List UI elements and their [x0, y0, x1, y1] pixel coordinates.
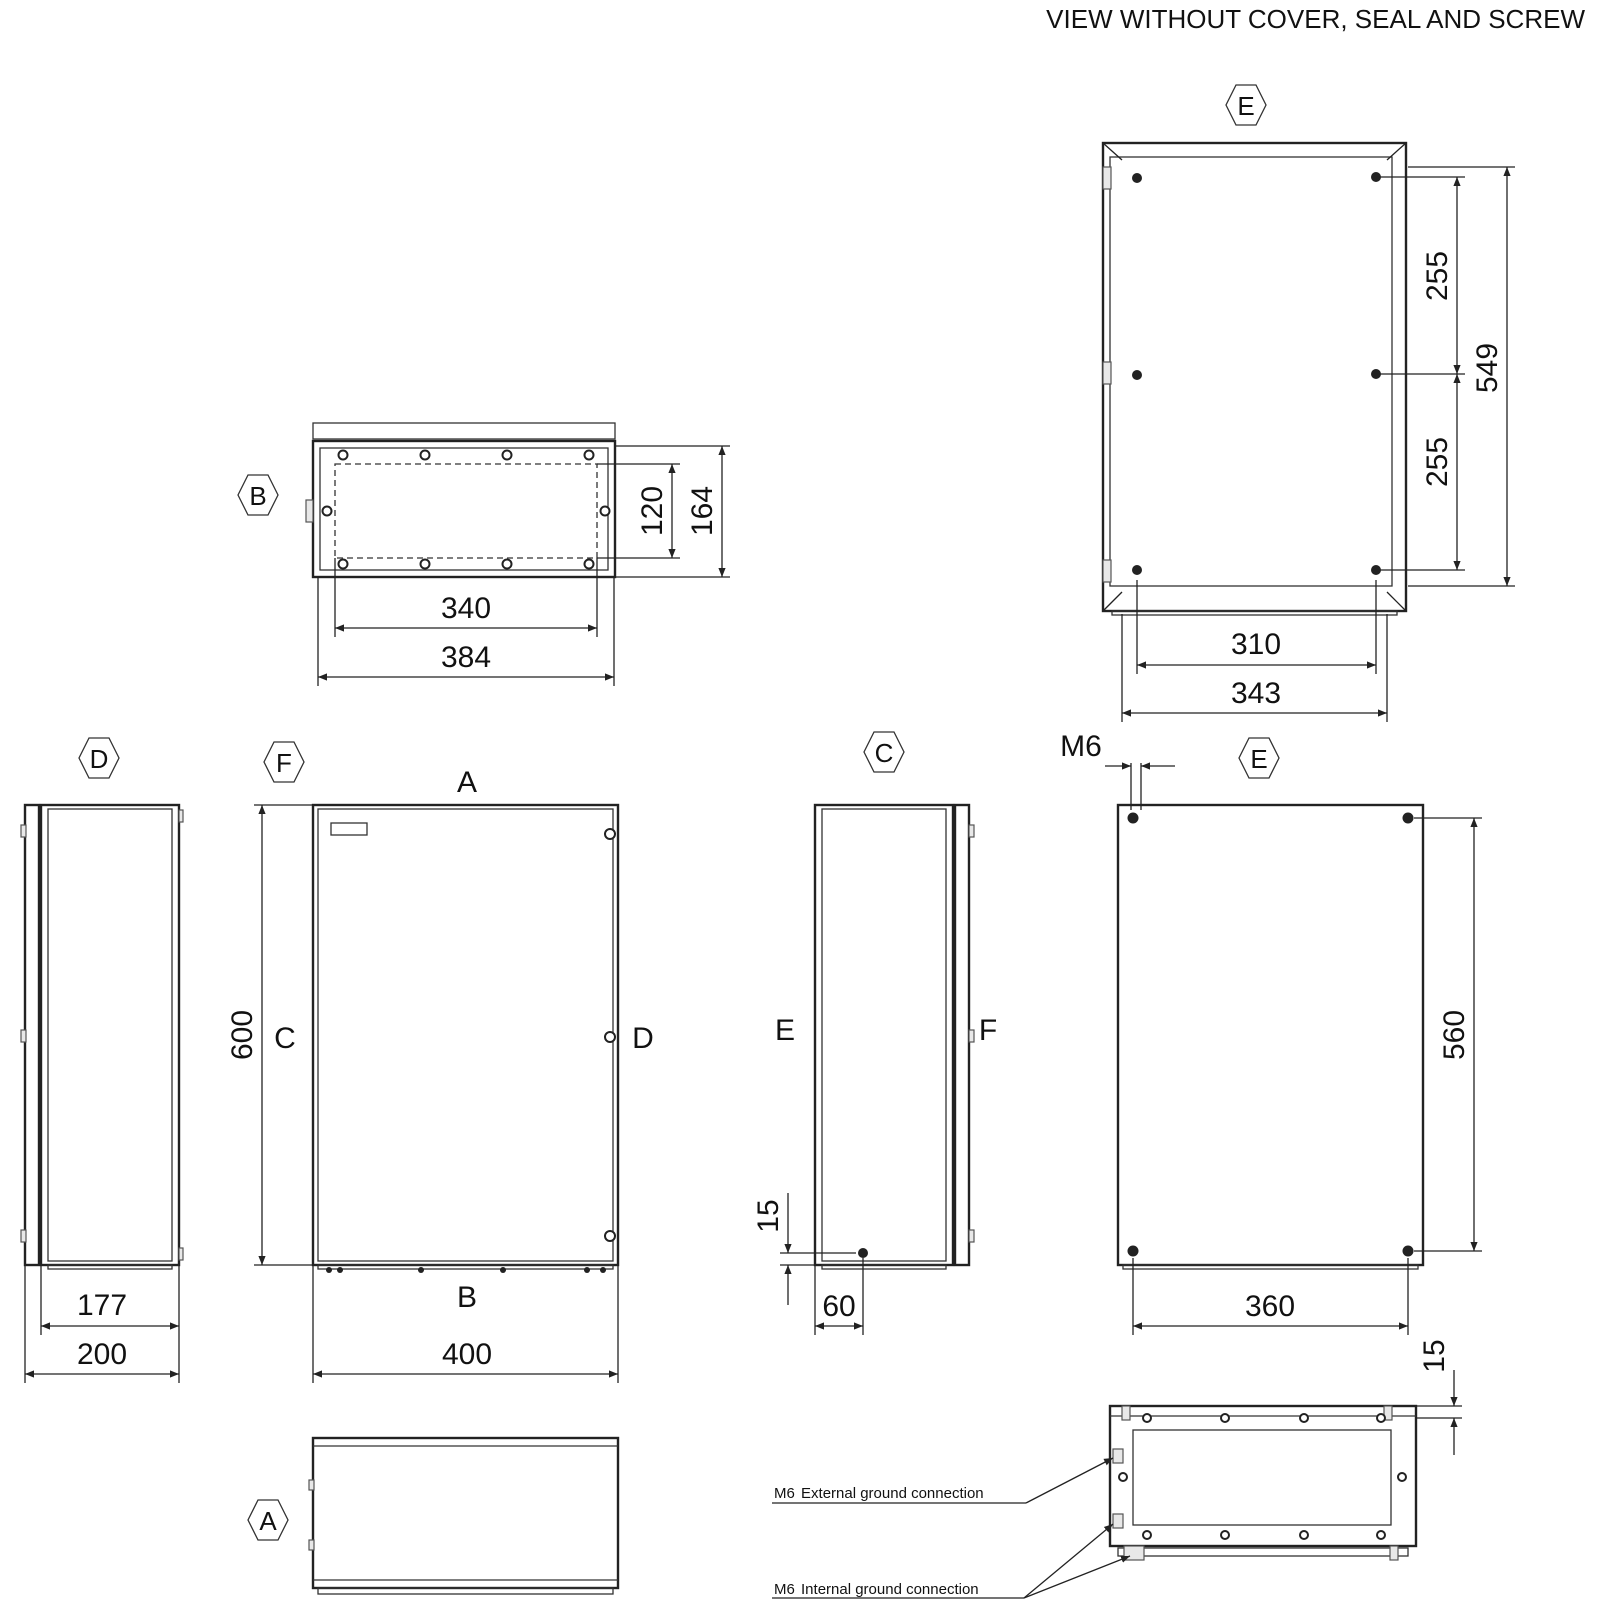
view-a-bottom: A	[247, 1436, 620, 1595]
mounting-hole	[1132, 565, 1142, 575]
view-marker-a: A	[247, 1499, 289, 1541]
view-b-top: B 120 164 340 384	[237, 422, 730, 686]
view-e-rear: E M6 560 360	[1060, 730, 1482, 1335]
dim-b-inner-height: 120	[636, 486, 669, 536]
svg-text:D: D	[90, 744, 109, 774]
c-outline	[813, 803, 955, 1267]
dim-front-height: 600	[226, 1010, 259, 1060]
mounting-hole	[1402, 812, 1414, 824]
view-marker-c: C	[863, 731, 905, 773]
view-marker-f: F	[263, 741, 305, 783]
b-cutout	[334, 463, 598, 559]
svg-text:E: E	[1250, 744, 1267, 774]
internal-ground-label: Internal ground connection	[801, 1581, 979, 1598]
dim-e-upper-spacing: 255	[1421, 251, 1454, 301]
ground-view-outline	[1108, 1404, 1418, 1548]
view-e-interior: E 255 255 549 310	[1101, 84, 1515, 722]
internal-ground-stud	[1112, 1513, 1124, 1529]
mounting-hole	[1132, 370, 1142, 380]
dim-rear-thread: M6	[1060, 730, 1102, 763]
dim-b-outer-width: 384	[441, 641, 491, 674]
dim-c-side-offset: 60	[822, 1290, 855, 1323]
face-label-side-left: E	[775, 1014, 795, 1047]
mounting-hole	[1127, 1245, 1139, 1257]
hinge	[1102, 166, 1112, 190]
face-label-right: D	[632, 1022, 654, 1055]
dim-rear-hole-height: 560	[1438, 1010, 1471, 1060]
svg-text:E: E	[1237, 91, 1254, 121]
svg-text:F: F	[276, 748, 292, 778]
view-ground-connection: 15	[1108, 1339, 1462, 1561]
dim-e-lower-spacing: 255	[1421, 437, 1454, 487]
e-outer-frame	[1101, 141, 1408, 613]
rear-outline	[1116, 803, 1425, 1267]
dim-e-inner-width: 310	[1231, 628, 1281, 661]
front-outline	[311, 803, 620, 1267]
mounting-hole	[1371, 565, 1381, 575]
view-marker-e-rear: E	[1238, 737, 1280, 779]
nameplate	[330, 822, 368, 836]
face-label-left: C	[274, 1022, 296, 1055]
view-marker-d: D	[78, 737, 120, 779]
a-outline	[311, 1436, 620, 1590]
svg-text:M6 Internal ground conne: M6 Internal ground connection	[774, 1581, 979, 1598]
e-inner-panel	[1109, 156, 1393, 587]
dim-b-outer-height: 164	[686, 486, 719, 536]
dim-d-outer-depth: 200	[77, 1338, 127, 1371]
svg-text:M6 External ground conne: M6 External ground connection	[774, 1485, 984, 1502]
d-outline	[39, 803, 181, 1267]
ground-hole	[858, 1248, 868, 1258]
dim-c-bottom-offset: 15	[752, 1199, 785, 1232]
external-thread: M6	[774, 1485, 795, 1502]
face-label-side-right: F	[979, 1014, 997, 1047]
view-d-side: D 177 200	[20, 737, 184, 1383]
view-f-front: F A B C D 600 400	[226, 741, 654, 1383]
internal-thread: M6	[774, 1581, 795, 1598]
dim-rear-hole-width: 360	[1245, 1290, 1295, 1323]
hinge	[1102, 361, 1112, 385]
svg-text:A: A	[259, 1506, 277, 1536]
dim-bottom-offset: 15	[1418, 1339, 1451, 1372]
external-ground-label: External ground connection	[801, 1485, 984, 1502]
note-external-ground: M6 External ground connection	[772, 1457, 1114, 1504]
mounting-hole	[1371, 172, 1381, 182]
mounting-hole	[1402, 1245, 1414, 1257]
mounting-hole	[1132, 173, 1142, 183]
hinge	[1102, 559, 1112, 583]
view-marker-b: B	[237, 474, 279, 516]
dim-b-inner-width: 340	[441, 592, 491, 625]
view-c-side: C E F 15 60	[752, 731, 997, 1335]
b-outline	[311, 439, 617, 579]
face-label-top: A	[457, 766, 477, 799]
svg-text:C: C	[875, 738, 894, 768]
drawing-title: VIEW WITHOUT COVER, SEAL AND SCREW	[1046, 4, 1585, 34]
external-ground-stud	[1112, 1448, 1124, 1464]
dim-e-total-height: 549	[1471, 343, 1504, 393]
dim-d-inner-depth: 177	[77, 1289, 127, 1322]
dim-front-width: 400	[442, 1338, 492, 1371]
note-internal-ground: M6 Internal ground connection	[772, 1523, 1131, 1599]
view-marker-e-top: E	[1225, 84, 1267, 126]
mounting-hole	[1127, 812, 1139, 824]
svg-text:B: B	[249, 481, 266, 511]
face-label-bottom: B	[457, 1281, 477, 1314]
dim-e-outer-width: 343	[1231, 677, 1281, 710]
mounting-hole	[1371, 369, 1381, 379]
